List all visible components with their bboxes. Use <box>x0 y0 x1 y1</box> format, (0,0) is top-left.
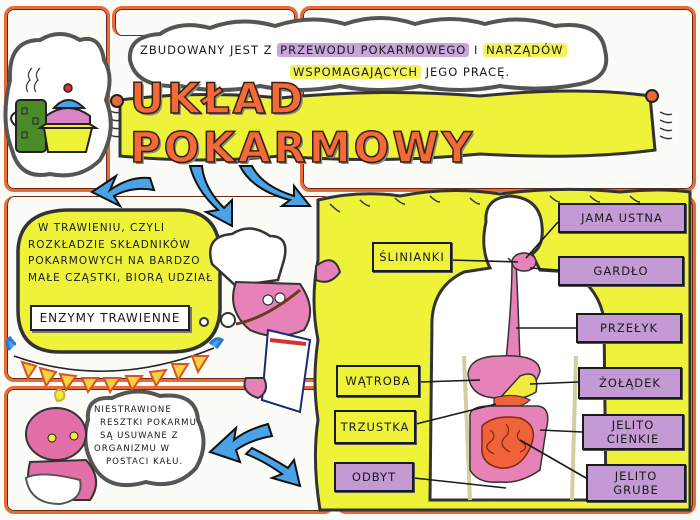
intro-text: ZBUDOWANY JEST Z PRZEWODU POKARMOWEGO I … <box>140 38 600 88</box>
waste-line: NIESTRAWIONE <box>94 405 172 415</box>
intro-prefix: ZBUDOWANY JEST Z <box>140 43 273 57</box>
label-stomach: ŻOŁĄDEK <box>578 367 682 399</box>
enzyme-line: POKARMOWYCH NA BARDZO <box>28 255 201 267</box>
waste-line: POSTACI KAŁU. <box>106 457 184 467</box>
enzyme-bubble-text: W TRAWIENIU, CZYLI ROZKŁADZIE SKŁADNIKÓW… <box>28 220 218 286</box>
enzyme-line: ROZKŁADZIE SKŁADNIKÓW <box>28 238 191 251</box>
enzymes-highlight-box: ENZYMY TRAWIENNE <box>30 305 190 331</box>
label-pancreas: TRZUSTKA <box>334 410 416 444</box>
intro-highlight-supporting: WSPOMAGAJĄCYCH <box>290 65 421 79</box>
label-anus: ODBYT <box>334 462 414 492</box>
label-mouth: JAMA USTNA <box>558 203 686 233</box>
intro-suffix: JEGO PRACĘ. <box>425 65 510 79</box>
label-liver: WĄTROBA <box>336 365 420 397</box>
waste-cloud-text: NIESTRAWIONE RESZTKI POKARMU SĄ USUWANE … <box>94 404 204 469</box>
label-small-intestine: JELITO CIENKIE <box>582 414 684 450</box>
poster-title: UKŁAD POKARMOWY <box>129 73 476 173</box>
label-large-intestine: JELITO GRUBE <box>586 464 686 502</box>
waste-line: ORGANIZMU W <box>94 444 171 454</box>
label-salivary-glands: ŚLINIANKI <box>372 242 452 272</box>
waste-line: SĄ USUWANE Z <box>100 431 179 441</box>
frame-top-center <box>112 6 298 36</box>
enzyme-line: W TRAWIENIU, CZYLI <box>38 222 165 234</box>
intro-connector: I <box>474 43 479 57</box>
waste-line: RESZTKI POKARMU <box>100 418 197 428</box>
label-esophagus: PRZEŁYK <box>576 313 682 343</box>
intro-highlight-tract: PRZEWODU POKARMOWEGO <box>277 43 470 57</box>
frame-top-left <box>4 6 110 192</box>
enzyme-line: MAŁE CZĄSTKI, BIORĄ UDZIAŁ <box>28 271 214 284</box>
label-pharynx: GARDŁO <box>558 256 684 286</box>
intro-highlight-organs: NARZĄDÓW <box>483 43 567 57</box>
